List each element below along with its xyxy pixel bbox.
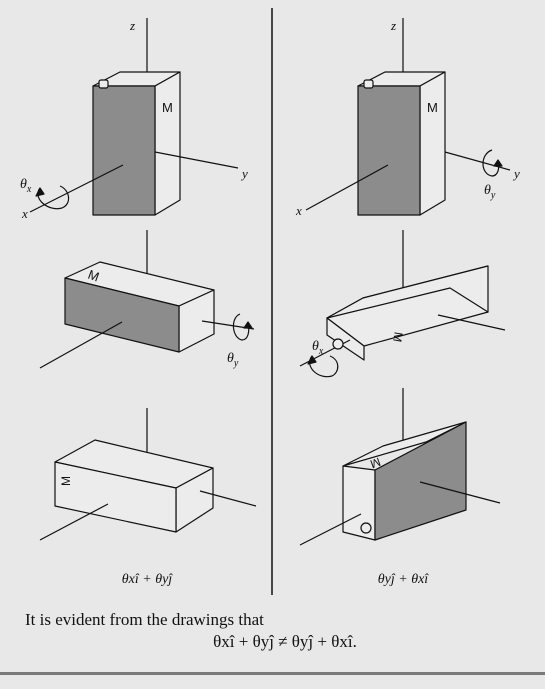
- y-axis-label: y: [512, 166, 520, 181]
- caption-line-1: It is evident from the drawings that: [25, 610, 264, 629]
- battery-terminal-icon: [363, 79, 374, 89]
- M-mark: M: [86, 267, 101, 285]
- M-mark: M: [390, 331, 406, 343]
- right-box-3: [299, 388, 501, 546]
- z-axis-label: z: [390, 18, 396, 33]
- rotation-diagram: z y x M θx M θy M z y x M θy M θx M θxî …: [20, 8, 520, 595]
- M-mark: M: [59, 476, 73, 486]
- y-axis-label: y: [240, 166, 248, 181]
- theta-x-label: θx: [312, 339, 324, 357]
- M-mark: M: [162, 100, 173, 115]
- right-box-1: [305, 18, 511, 216]
- M-mark: M: [368, 455, 382, 472]
- left-box-2: [39, 230, 255, 369]
- rotation-arrow-y-icon: [232, 313, 250, 341]
- z-axis-label: z: [129, 18, 135, 33]
- theta-x-label: θx: [20, 177, 32, 195]
- battery-terminal-icon: [98, 79, 109, 89]
- caption-equation: θxî + θyĵ ≠ θyĵ + θxî.: [213, 632, 357, 651]
- rotation-arrow-x-icon: [309, 355, 339, 378]
- x-axis-label: x: [295, 203, 302, 218]
- rotation-arrow-x-icon: [37, 185, 70, 210]
- rotation-arrow-y-icon: [482, 149, 500, 177]
- theta-y-label: θy: [227, 351, 239, 369]
- x-axis-label: x: [21, 206, 28, 221]
- left-box-1: [29, 18, 239, 216]
- M-mark: M: [427, 100, 438, 115]
- caption: It is evident from the drawings that θxî…: [25, 609, 525, 653]
- bottom-rule: [0, 672, 545, 675]
- right-sequence-label: θyĵ + θxî: [378, 572, 430, 587]
- left-box-3: [39, 408, 257, 541]
- theta-y-label: θy: [484, 183, 496, 201]
- left-sequence-label: θxî + θyĵ: [122, 572, 174, 587]
- right-box-2: [299, 230, 506, 378]
